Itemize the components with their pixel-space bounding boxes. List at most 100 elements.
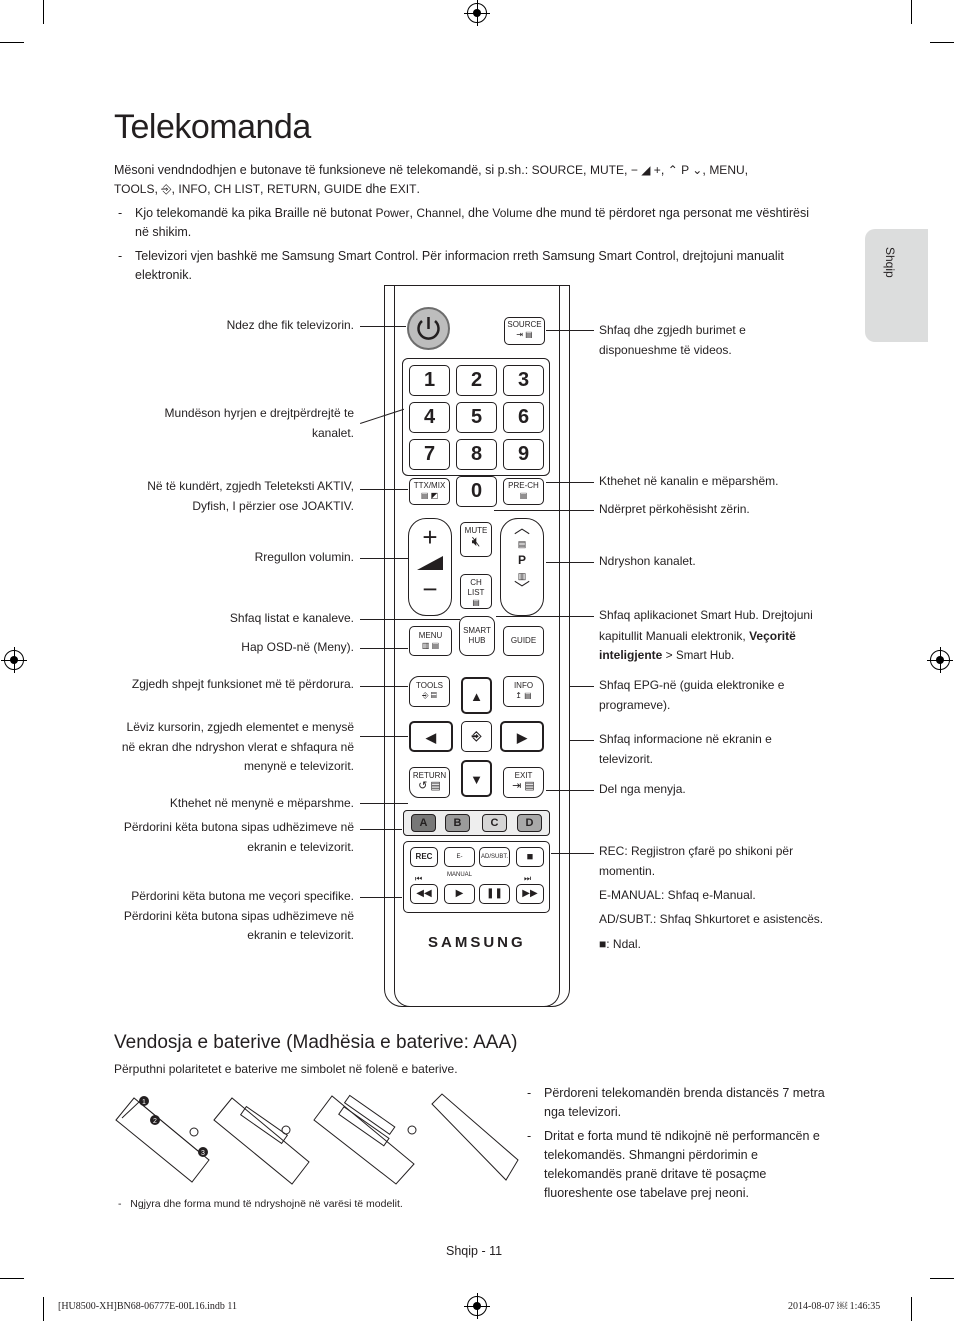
leader-line: [360, 686, 408, 687]
leader-line: [496, 616, 594, 617]
digit-1-button[interactable]: 1: [409, 365, 450, 396]
battery-intro: Përputhni polaritetet e baterive me simb…: [114, 1062, 458, 1076]
crop-mark: [911, 1297, 912, 1321]
label-e-manual: E-MANUAL: Shfaq e-Manual.: [599, 888, 756, 902]
crop-mark: [43, 1297, 44, 1321]
label-volume: Rregullon volumin.: [254, 550, 354, 564]
tools-icon: ⎆: [161, 182, 172, 196]
digit-9-button[interactable]: 9: [503, 439, 544, 470]
e-manual-button[interactable]: E-MANUAL: [444, 847, 475, 878]
leader-line: [360, 736, 408, 737]
skip-forward-icon: ⏭: [524, 874, 532, 883]
leader-line: [360, 326, 406, 327]
return-button[interactable]: RETURN↺ ▤: [409, 767, 450, 798]
digit-2-button[interactable]: 2: [456, 365, 497, 396]
remote-body: [394, 285, 560, 1007]
leader-line: [360, 489, 408, 490]
list-item: - Kjo telekomandë ka pika Braille në but…: [118, 206, 809, 239]
leader-line: [360, 897, 402, 898]
label-cursor: Lëviz kursorin, zgjedh elementet e menys…: [121, 720, 354, 773]
volume-rocker[interactable]: + −: [408, 518, 452, 616]
menu-button[interactable]: MENU▥ ▤: [409, 626, 452, 656]
media-strip: [403, 841, 550, 913]
leader-line: [360, 648, 408, 649]
down-button[interactable]: ▼: [461, 760, 492, 797]
ch-list-button[interactable]: CH LIST▤: [460, 574, 492, 609]
label-return: Kthehet në menynë e mëparshme.: [169, 796, 354, 810]
right-button[interactable]: ▶: [500, 721, 544, 752]
label-source: Shfaq dhe zgjedh burimet e disponueshme …: [599, 323, 746, 357]
crop-mark: [930, 42, 954, 43]
stop-button[interactable]: ■: [516, 847, 544, 867]
crop-mark: [0, 42, 24, 43]
leader-line: [360, 558, 408, 559]
crop-mark: [911, 0, 912, 24]
label-stop: ■: Ndal.: [599, 937, 641, 951]
channel-rocker[interactable]: ︿ ▤ P ▥ ﹀: [500, 518, 544, 616]
registration-mark-icon: [1, 647, 27, 673]
label-smart-hub: Shfaq aplikacionet Smart Hub. Drejtojuni…: [599, 608, 813, 662]
label-info: Shfaq informacione në ekranin e televizo…: [599, 732, 772, 766]
volume-icon: [417, 556, 443, 570]
leader-line: [546, 790, 594, 791]
crop-mark: [43, 0, 44, 24]
rewind-button[interactable]: ◀◀: [410, 884, 438, 904]
step-3-label: 3: [201, 1150, 205, 1157]
mute-button[interactable]: MUTE🔇︎: [460, 522, 492, 557]
ad-subt-button[interactable]: AD/SUBT.: [479, 847, 510, 867]
leader-line: [551, 853, 594, 854]
step-1-label: 1: [142, 1099, 146, 1106]
label-special: Përdorini këta butona me veçori specifik…: [123, 889, 354, 942]
digit-0-button[interactable]: 0: [456, 476, 497, 507]
fast-forward-button[interactable]: ▶▶: [516, 884, 544, 904]
up-button[interactable]: ▲: [461, 677, 492, 714]
play-button[interactable]: ▶: [444, 884, 475, 904]
guide-button[interactable]: GUIDE: [503, 626, 544, 656]
digit-7-button[interactable]: 7: [409, 439, 450, 470]
leader-line: [546, 562, 594, 563]
language-tab[interactable]: Shqip: [865, 229, 928, 342]
digit-3-button[interactable]: 3: [503, 365, 544, 396]
rec-button[interactable]: REC: [410, 847, 438, 867]
label-mute: Ndërpret përkohësisht zërin.: [599, 502, 750, 516]
label-numbers: Mundëson hyrjen e drejtpërdrejtë te kana…: [164, 406, 354, 440]
leader-line: [546, 482, 594, 483]
label-colors: Përdorini këta butona sipas udhëzimeve n…: [123, 820, 354, 854]
smart-hub-button[interactable]: SMART HUB: [459, 616, 495, 656]
crop-mark: [930, 1278, 954, 1279]
color-button-c[interactable]: C: [482, 814, 507, 832]
label-ttx: Në të kundërt, zgjedh Teleteksti AKTIV, …: [147, 479, 354, 513]
ttx-mix-button[interactable]: TTX/MIX▤ ◩: [409, 478, 450, 505]
label-power: Ndez dhe fik televizorin.: [226, 318, 354, 332]
color-button-b[interactable]: B: [445, 814, 470, 832]
list-item: -Dritat e forta mund të ndikojnë në perf…: [527, 1129, 820, 1200]
label-ad-subt: AD/SUBT.: Shfaq Shkurtoret e asistencës.: [599, 912, 824, 926]
registration-mark-icon: [464, 0, 490, 26]
pre-ch-button[interactable]: PRE-CH▤: [503, 478, 544, 505]
label-guide: Shfaq EPG-në (guida elektronike e progra…: [599, 678, 785, 712]
digit-4-button[interactable]: 4: [409, 402, 450, 433]
power-button[interactable]: [407, 307, 450, 350]
info-button[interactable]: INFO↥ ▤: [503, 676, 544, 707]
left-button[interactable]: ◀: [409, 721, 453, 752]
skip-back-icon: ⏮: [415, 874, 423, 883]
number-pad: [402, 358, 550, 476]
digit-6-button[interactable]: 6: [503, 402, 544, 433]
digit-8-button[interactable]: 8: [456, 439, 497, 470]
footer-file: [HU8500-XH]BN68-06777E-00L16.indb 11: [58, 1301, 238, 1312]
label-pre-ch: Kthehet në kanalin e mëparshëm.: [599, 474, 779, 488]
enter-button[interactable]: ⎆: [461, 721, 492, 752]
leader-line: [570, 686, 594, 687]
pause-button[interactable]: ❚❚: [479, 884, 510, 904]
page-title: Telekomanda: [114, 108, 311, 146]
digit-5-button[interactable]: 5: [456, 402, 497, 433]
exit-button[interactable]: EXIT⇥ ▤: [503, 767, 544, 798]
source-button[interactable]: SOURCE⇥ ▤: [504, 317, 545, 345]
leader-line: [360, 803, 408, 804]
color-button-d[interactable]: D: [517, 814, 542, 832]
tools-button[interactable]: TOOLS⎆ ▤: [409, 676, 450, 707]
brand-logo: SAMSUNG: [428, 934, 526, 951]
stop-icon: ■: [599, 937, 607, 951]
color-button-a[interactable]: A: [411, 814, 436, 832]
leader-line: [570, 740, 594, 741]
